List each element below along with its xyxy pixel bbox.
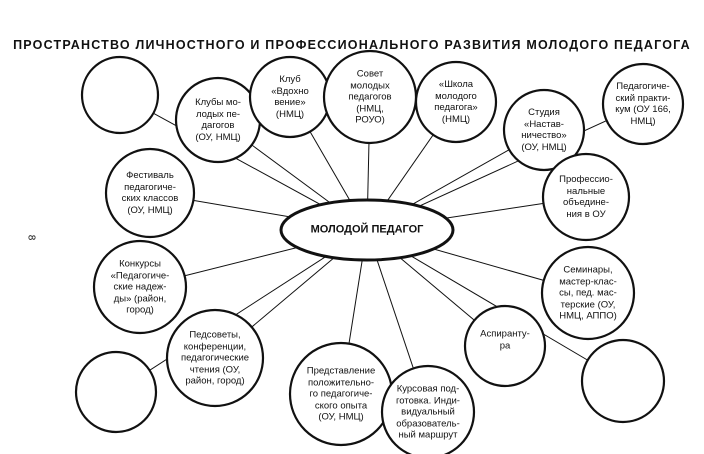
node-label: Клубы мо- лодых пе- дагогов (ОУ, НМЦ) (195, 97, 241, 143)
center-node (279, 198, 455, 262)
node-courses (380, 364, 476, 454)
node-label: Совет молодых педагогов (НМЦ, РОУО) (348, 68, 392, 126)
empty-node (74, 350, 158, 434)
node-label: Педагогиче- ский практи- кум (ОУ 166, НМ… (615, 81, 671, 127)
node-label: «Школа молодого педагога» (НМЦ) (434, 79, 478, 125)
center-label: МОЛОДОЙ ПЕДАГОГ (310, 223, 424, 236)
node-festival (104, 147, 196, 239)
node-label: Курсовая под- готовка. Инди- видуальный … (396, 383, 460, 441)
node-postgrad (463, 304, 547, 388)
node-label: Клуб «Вдохно вение» (НМЦ) (271, 74, 309, 120)
node-label: Студия «Настав- ничество» (ОУ, НМЦ) (521, 107, 567, 153)
node-label: Фестиваль педагогиче- ских классов (ОУ, … (121, 170, 179, 216)
empty-node (80, 55, 160, 135)
node-label: Профессио- нальные объедине- ния в ОУ (559, 174, 613, 220)
node-label: Педсоветы, конференции, педагогические ч… (180, 329, 250, 387)
node-school (414, 60, 498, 144)
node-label: Представление положительно- го педагогич… (306, 365, 376, 423)
node-studio (502, 88, 586, 172)
node-contests (92, 239, 188, 335)
node-seminars (540, 245, 636, 341)
node-label: Конкурсы «Педагогиче- ские надеж- ды» (р… (110, 258, 170, 316)
node-label: Семинары, мастер-клас- сы, пед. мас- тер… (559, 264, 617, 322)
node-label: Аспиранту- ра (480, 328, 530, 352)
empty-node (580, 338, 666, 424)
node-councils (165, 308, 265, 408)
node-practicum (601, 62, 685, 146)
node-associations (541, 152, 631, 242)
diagram-title: ПРОСТРАНСТВО ЛИЧНОСТНОГО И ПРОФЕССИОНАЛЬ… (13, 38, 691, 52)
